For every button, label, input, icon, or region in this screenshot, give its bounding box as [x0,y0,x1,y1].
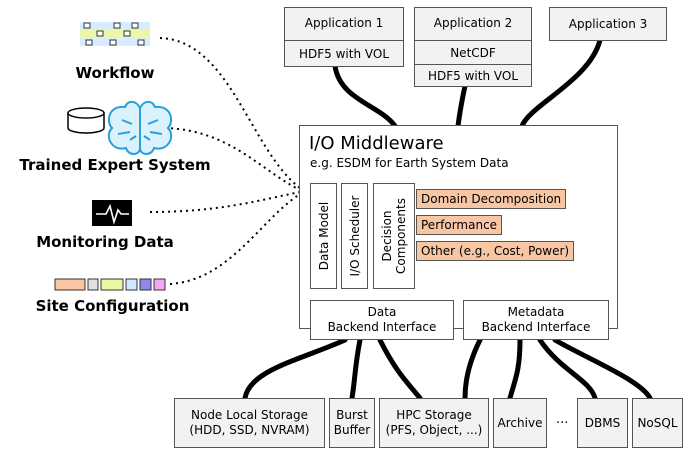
metadata-backend-interface-box: Metadata Backend Interface [463,300,609,340]
storage-nosql-label: NoSQL [637,415,678,430]
data-model-box: Data Model [310,183,337,289]
connector-burst [349,337,363,401]
workflow-icon [80,22,150,46]
decision-performance: Performance [416,215,503,235]
storage-ellipsis: ... [556,412,569,427]
connector-app1 [332,63,398,129]
storage-dbms: DBMS [577,398,628,448]
storage-archive-label: Archive [497,415,543,430]
data-backend-line-2: Backend Interface [327,320,437,334]
storage-hpc-line-1: HPC Storage [396,408,472,422]
application-1-layer-hdf5: HDF5 with VOL [285,40,403,67]
io-scheduler-box: I/O Scheduler [341,183,368,289]
monitoring-icon [92,200,132,226]
storage-dbms-label: DBMS [584,415,621,430]
decision-domain-decomposition: Domain Decomposition [416,189,567,209]
decision-line-2: Components [394,198,408,274]
monitoring-data-label: Monitoring Data [36,233,174,251]
connector-workflow [159,37,301,189]
connector-hpc-data [377,337,423,401]
application-1-box: Application 1 HDF5 with VOL [284,7,404,67]
application-1-title: Application 1 [304,16,384,30]
storage-node-local-line-1: Node Local Storage [191,408,308,422]
connector-site [169,193,301,285]
decision-components-box: Decision Components [373,183,415,289]
application-2-box: Application 2 NetCDF HDF5 with VOL [414,7,532,87]
application-3-box: Application 3 [549,7,667,41]
storage-hpc-line-2: (PFS, Object, ...) [385,423,483,437]
storage-archive: Archive [493,398,547,448]
connector-dbms [537,337,598,401]
connector-app2 [455,83,468,129]
storage-connectors [242,337,653,401]
decision-components-label: Decision Components [380,198,408,274]
io-scheduler-label: I/O Scheduler [347,195,362,277]
brain-icon [107,100,173,155]
middleware-title: I/O Middleware [309,133,444,154]
storage-burst-buffer: Burst Buffer [329,398,375,448]
storage-hpc: HPC Storage (PFS, Object, ...) [379,398,489,448]
data-model-label: Data Model [316,201,331,271]
data-backend-line-1: Data [367,305,397,319]
workflow-label: Workflow [75,64,155,82]
decision-other: Other (e.g., Cost, Power) [416,241,575,261]
expert-system-label: Trained Expert System [19,156,211,174]
application-3-title: Application 3 [568,16,648,31]
connector-archive [507,337,523,401]
storage-burst-line-2: Buffer [333,423,371,437]
site-config-icon [54,278,166,291]
metadata-backend-line-1: Metadata [507,305,565,319]
middleware-subtitle: e.g. ESDM for Earth System Data [310,156,509,170]
decision-line-1: Decision [380,210,394,262]
connector-monitoring [149,191,301,213]
application-2-layer-netcdf: NetCDF [415,40,531,65]
connector-local [242,337,348,401]
metadata-backend-line-2: Backend Interface [481,320,591,334]
storage-nosql: NoSQL [632,398,683,448]
application-2-layer-hdf5: HDF5 with VOL [415,64,531,87]
storage-node-local-line-2: (HDD, SSD, NVRAM) [189,423,310,437]
connector-nosql [552,337,653,401]
connector-app3 [519,37,603,129]
site-configuration-label: Site Configuration [35,297,190,315]
data-backend-interface-box: Data Backend Interface [310,300,454,340]
connector-hpc-meta [462,337,483,401]
storage-node-local: Node Local Storage (HDD, SSD, NVRAM) [174,398,325,448]
input-connectors [149,37,301,285]
application-2-title: Application 2 [433,16,513,30]
storage-burst-line-1: Burst [336,408,368,422]
database-icon [67,107,105,134]
app-connectors [332,37,603,129]
